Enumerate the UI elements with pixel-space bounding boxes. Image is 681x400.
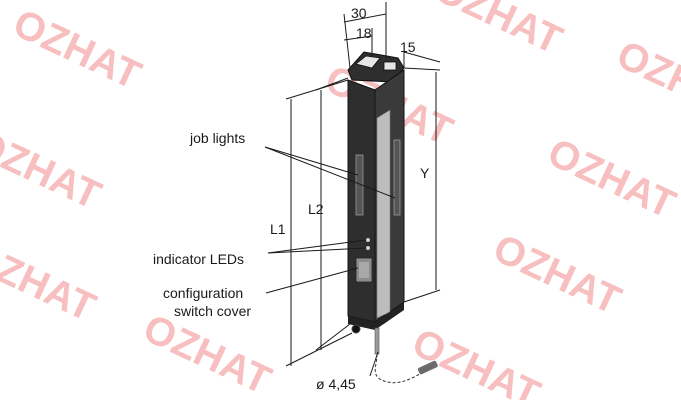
leader-led-2 <box>267 247 367 254</box>
dim-y-ext-top <box>403 67 441 71</box>
dim-15-label: 15 <box>400 39 416 55</box>
dim-l2-ext-bottom <box>315 323 351 351</box>
watermark-9: OZHAT <box>137 306 278 400</box>
dim-y-ext-bottom <box>403 289 441 303</box>
callout-indicator-leds: indicator LEDs <box>153 251 244 267</box>
callout-job-lights: job lights <box>189 130 245 146</box>
cable-end <box>417 360 438 375</box>
housing-light-strip <box>376 109 391 319</box>
dim-18-line <box>343 35 373 41</box>
dim-l1-ext-bottom <box>285 332 353 367</box>
watermark-4: OZHAT <box>0 121 107 218</box>
dimension-lines <box>285 2 441 367</box>
watermark-2: OZHAT <box>428 0 569 63</box>
watermark-1: OZHAT <box>7 1 148 98</box>
callout-config-line2: switch cover <box>174 303 251 319</box>
labels: 30 18 15 L1 L2 Y job lights indicator LE… <box>153 5 430 392</box>
dim-l2-label: L2 <box>308 201 324 217</box>
cable <box>374 353 421 384</box>
watermark-8: OZHAT <box>487 226 628 323</box>
leader-config-cover <box>265 267 359 294</box>
dim-30-line <box>343 13 387 23</box>
leader-job-lights-1 <box>264 146 359 176</box>
leader-led-1 <box>267 239 367 254</box>
indicator-led-2 <box>366 246 370 250</box>
housing-top-notch <box>355 55 381 69</box>
housing-bottom <box>348 302 404 330</box>
watermark-6: OZHAT <box>541 130 681 227</box>
dim-15-line <box>403 51 441 63</box>
callout-leaders <box>264 146 396 377</box>
dim-30-label: 30 <box>351 5 367 21</box>
dim-y-label: Y <box>420 165 430 181</box>
watermark-3: OZHAT <box>610 33 681 130</box>
dim-l1-label: L1 <box>270 221 286 237</box>
housing-top-detail <box>383 61 397 71</box>
watermark-10: OZHAT <box>406 320 547 400</box>
dim-18-label: 18 <box>356 25 372 41</box>
config-switch-cover-inner <box>359 262 369 278</box>
mounting-hole <box>351 324 361 334</box>
watermark-7: OZHAT <box>0 233 102 330</box>
callout-config-line1: configuration <box>163 285 243 301</box>
leader-cable-diameter <box>369 351 379 377</box>
dim-30-ext-left <box>343 13 351 69</box>
dim-cable-diameter-label: ø 4,45 <box>316 376 356 392</box>
cable-stub <box>374 327 380 355</box>
leader-job-lights-2 <box>264 146 396 199</box>
dim-l2-ext-top <box>315 77 349 91</box>
indicator-led-1 <box>366 238 370 242</box>
job-light-window-side <box>393 139 401 216</box>
